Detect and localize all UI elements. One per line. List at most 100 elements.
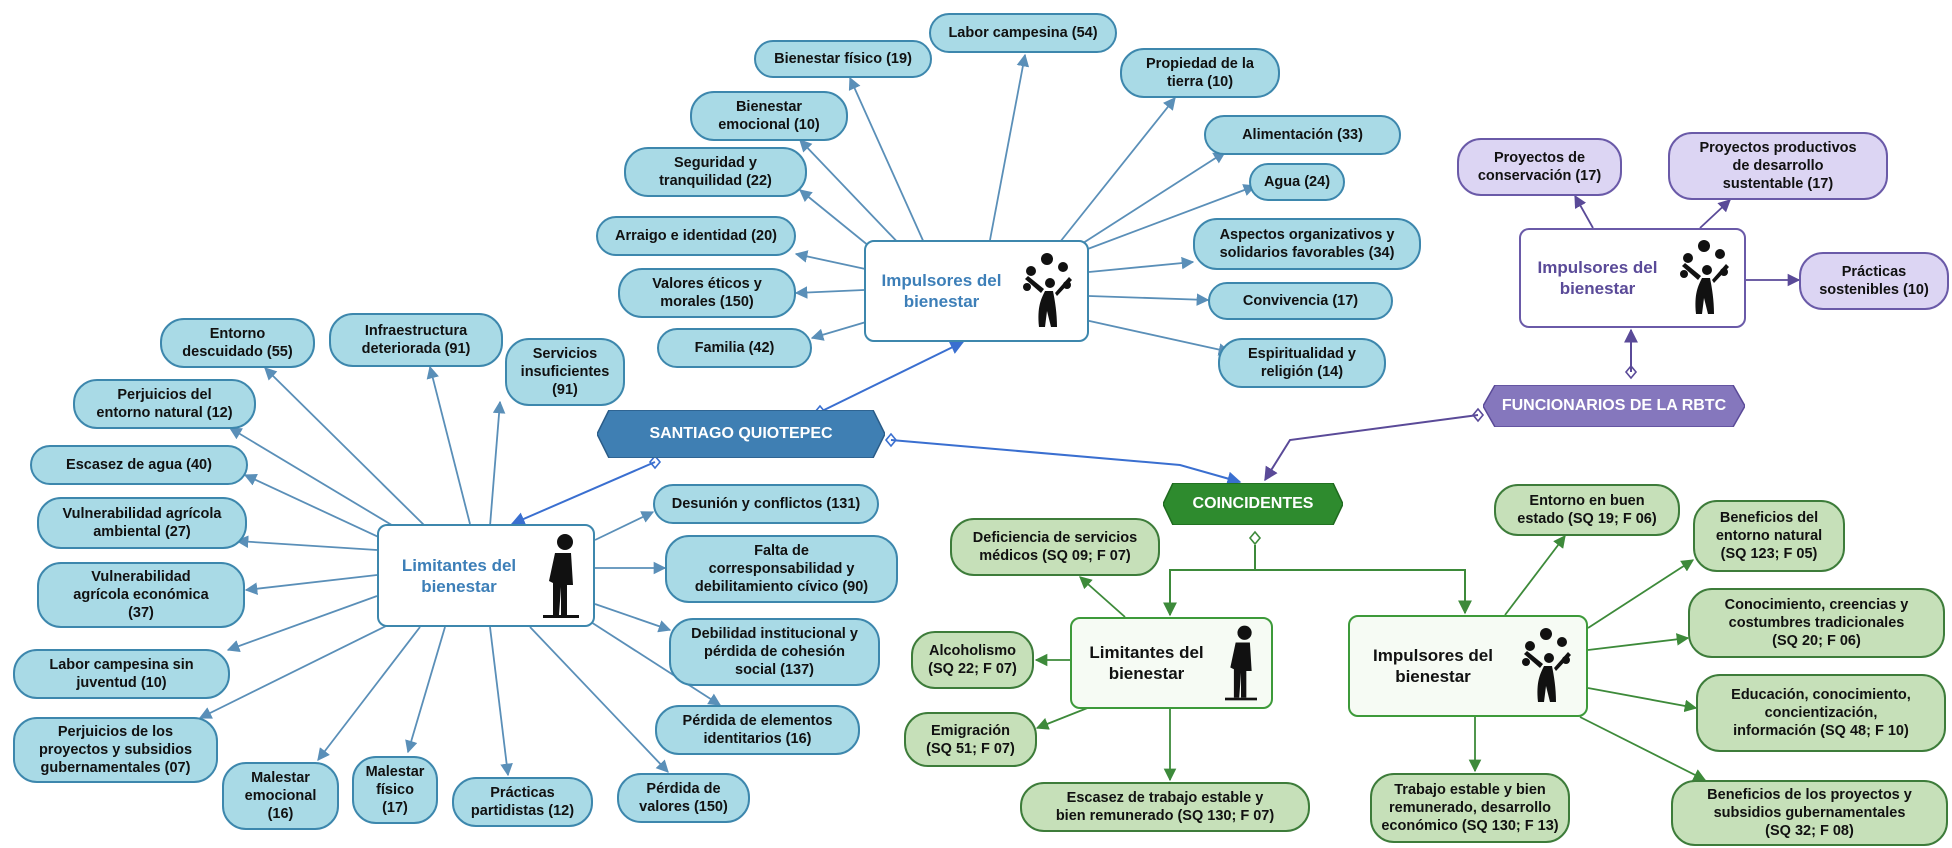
connector-line [1255, 569, 1472, 615]
connector-line [1088, 293, 1210, 306]
coinc-impulsor-node: Trabajo estable y bien remunerado, desar… [1370, 773, 1570, 843]
coinc-impulsor-node: Entorno en buen estado (SQ 19; F 06) [1494, 484, 1680, 536]
impulsores-hub-green-label: Impulsores del bienestar [1373, 646, 1493, 686]
connector-line [794, 286, 865, 299]
limitante-node: Malestar emocional (16) [222, 762, 339, 830]
impulsores-hub-green: Impulsores del bienestar [1348, 615, 1588, 717]
impulsor-node: Bienestar emocional (10) [690, 91, 848, 141]
limitante-node: Servicios insuficientes (91) [505, 338, 625, 406]
connector-line [819, 341, 965, 413]
connector-line [1059, 97, 1176, 243]
impulsores-hub-rbtc: Impulsores del bienestar [1519, 228, 1746, 328]
limitantes-hub-left: Limitantes del bienestar [377, 524, 595, 627]
santiago-quiotepec-label: SANTIAGO QUIOTEPEC [649, 425, 833, 442]
connector-line [264, 367, 426, 527]
limitante-node: Malestar físico (17) [352, 756, 438, 824]
connector-line [235, 535, 378, 551]
connector-line [848, 76, 926, 246]
limitante-node: Vulnerabilidad agrícola ambiental (27) [37, 497, 247, 549]
person-with-tree-icon [1023, 253, 1072, 327]
connector-line [489, 400, 506, 527]
limitante-node: Debilidad institucional y pérdida de coh… [669, 618, 880, 686]
funcionarios-label: FUNCIONARIOS DE LA RBTC [1501, 397, 1727, 414]
impulsor-node: Espiritualidad y religión (14) [1218, 338, 1386, 388]
limitante-node: Entorno descuidado (55) [160, 318, 315, 368]
impulsores-hub-rbtc-label: Impulsores del bienestar [1537, 258, 1658, 298]
coinc-impulsor-node: Educación, conocimiento, concientización… [1696, 674, 1946, 752]
connector-line [1504, 534, 1566, 616]
rbtc-node: Prácticas sostenibles (10) [1799, 252, 1949, 310]
impulsor-node: Convivencia (17) [1208, 282, 1393, 320]
impulsor-node: Arraigo e identidad (20) [596, 216, 796, 256]
sad-person-icon [1225, 625, 1257, 701]
limitante-node: Falta de corresponsabilidad y debilitami… [665, 535, 898, 603]
connector-line [243, 474, 386, 541]
limitante-node: Escasez de agua (40) [30, 445, 248, 485]
impulsor-node: Familia (42) [657, 328, 812, 368]
impulsores-hub-top-label: Impulsores del bienestar [881, 271, 1002, 311]
coinc-limitante-node: Deficiencia de servicios médicos (SQ 09;… [950, 518, 1160, 576]
connector-line [1163, 545, 1256, 617]
limitante-node: Desunión y conflictos (131) [653, 484, 879, 524]
impulsores-hub-top: Impulsores del bienestar [864, 240, 1089, 342]
connector-line [799, 139, 906, 251]
connector-line [529, 626, 669, 773]
connector-line [1088, 256, 1195, 273]
coinc-limitante-node: Escasez de trabajo estable y bien remune… [1020, 782, 1310, 832]
connector-line [426, 365, 471, 525]
rbtc-node: Proyectos de conservación (17) [1457, 138, 1622, 196]
connector-line [1587, 559, 1695, 629]
impulsor-node: Propiedad de la tierra (10) [1120, 48, 1280, 98]
connector-line [579, 614, 722, 706]
santiago-quiotepec-banner: SANTIAGO QUIOTEPEC [597, 410, 885, 458]
limitantes-hub-green-label: Limitantes del bienestar [1089, 643, 1204, 683]
connector-line [405, 626, 446, 754]
connector-line [1079, 151, 1227, 246]
connector-line [594, 511, 655, 541]
impulsor-node: Bienestar físico (19) [754, 40, 932, 78]
connector-line [228, 427, 401, 531]
limitante-node: Vulnerabilidad agrícola económica (37) [37, 562, 245, 628]
coinc-impulsor-node: Beneficios del entorno natural (SQ 123; … [1693, 500, 1845, 572]
limitantes-hub-green: Limitantes del bienestar [1070, 617, 1273, 709]
limitante-node: Pérdida de valores (150) [617, 773, 750, 823]
connector-line [244, 574, 378, 595]
limitante-node: Perjuicios del entorno natural (12) [73, 379, 256, 429]
connector-line [1587, 633, 1690, 651]
coincidentes-banner: COINCIDENTES [1163, 483, 1343, 525]
impulsor-node: Labor campesina (54) [929, 13, 1117, 53]
limitante-node: Pérdida de elementos identitarios (16) [655, 705, 860, 755]
connector-line [1079, 576, 1126, 618]
coinc-limitante-node: Emigración (SQ 51; F 07) [904, 712, 1037, 767]
rbtc-node: Proyectos productivos de desarrollo sust… [1668, 132, 1888, 200]
limitantes-hub-left-label: Limitantes del bienestar [401, 555, 517, 596]
impulsor-node: Agua (24) [1249, 163, 1345, 201]
funcionarios-banner: FUNCIONARIOS DE LA RBTC [1483, 385, 1745, 427]
connector-line [317, 626, 421, 761]
connector-line [1574, 194, 1594, 229]
connector-line [1579, 716, 1707, 781]
impulsor-node: Seguridad y tranquilidad (22) [624, 147, 807, 197]
connector-line [510, 461, 656, 526]
connector-line [1264, 414, 1479, 482]
connector-line [489, 626, 513, 777]
connector-line [794, 250, 871, 271]
coinc-impulsor-node: Conocimiento, creencias y costumbres tra… [1688, 588, 1945, 658]
limitante-node: Perjuicios de los proyectos y subsidios … [13, 717, 218, 783]
connector-line [890, 439, 1242, 486]
impulsor-node: Valores éticos y morales (150) [618, 268, 796, 318]
connector-line [594, 603, 672, 633]
person-with-tree-icon [1522, 628, 1571, 702]
impulsor-node: Alimentación (33) [1204, 115, 1401, 155]
connector-line [1084, 319, 1232, 356]
impulsor-node: Aspectos organizativos y solidarios favo… [1193, 218, 1421, 270]
coinc-impulsor-node: Beneficios de los proyectos y subsidios … [1671, 780, 1948, 846]
connector-line [810, 321, 867, 341]
limitante-node: Labor campesina sin juventud (10) [13, 649, 230, 699]
coincidentes-label: COINCIDENTES [1192, 495, 1314, 512]
sad-person-icon [543, 533, 579, 618]
limitante-node: Prácticas partidistas (12) [452, 777, 593, 827]
connector-line [1699, 199, 1731, 229]
coinc-limitante-node: Alcoholismo (SQ 22; F 07) [911, 631, 1034, 689]
